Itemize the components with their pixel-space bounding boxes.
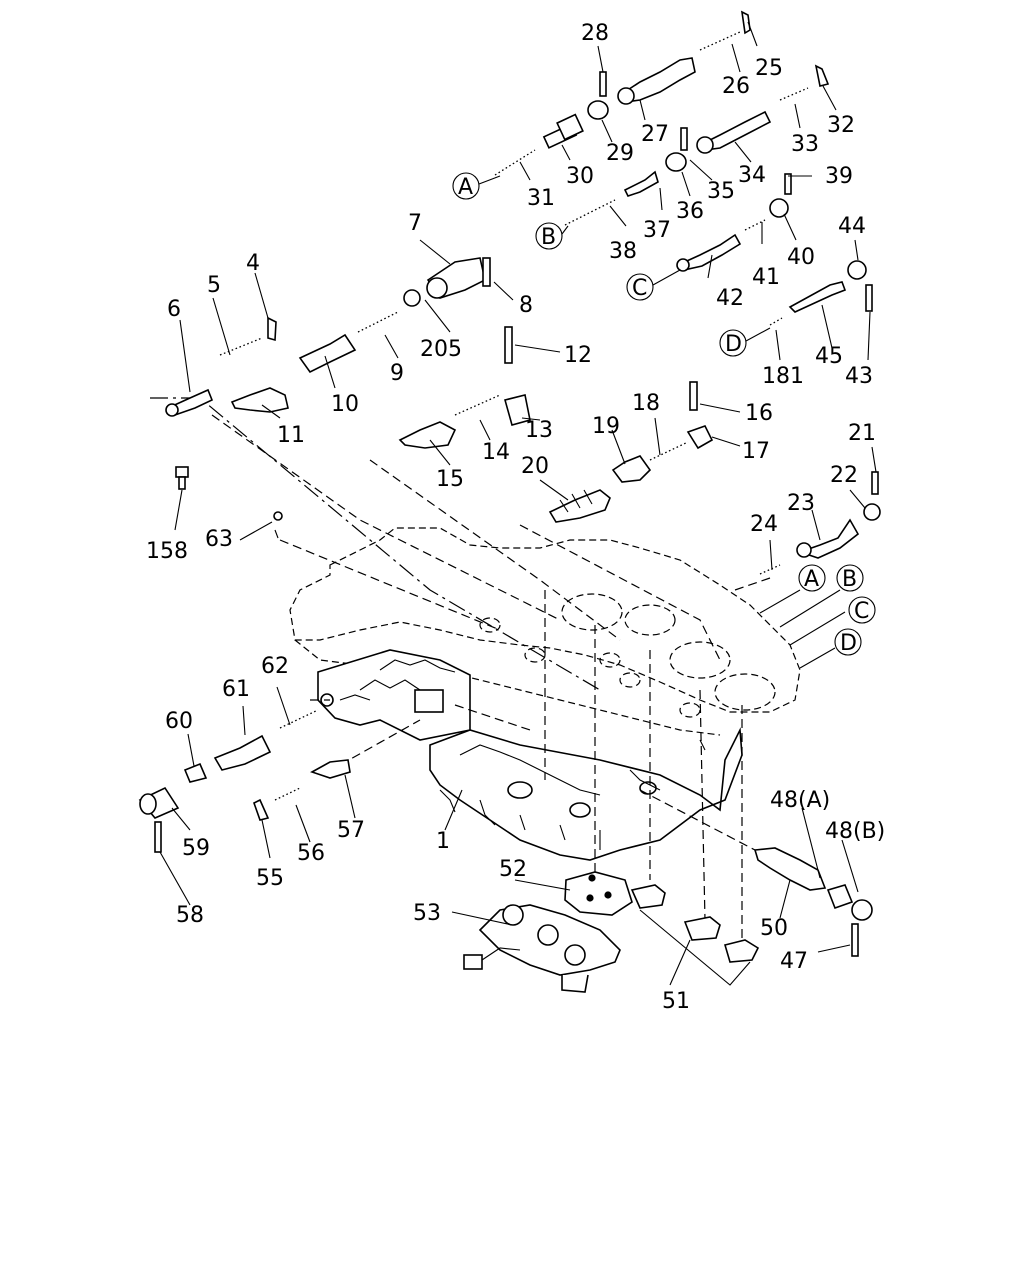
label-13: 13 — [525, 418, 553, 443]
label-35: 35 — [707, 179, 735, 204]
label-34: 34 — [738, 163, 766, 188]
lower-cover-parts — [564, 871, 760, 986]
label-39: 39 — [825, 164, 853, 189]
callout-b-right: B — [842, 567, 857, 592]
label-63: 63 — [205, 527, 233, 552]
right-valve-group — [759, 471, 881, 575]
upper-valve-body-outline — [289, 527, 801, 736]
label-27: 27 — [641, 122, 669, 147]
separator-plate — [317, 649, 471, 741]
label-33: 33 — [791, 132, 819, 157]
callout-letters: A B C D A B C D — [458, 175, 869, 656]
label-41: 41 — [752, 265, 780, 290]
label-4: 4 — [246, 251, 260, 276]
label-59: 59 — [182, 836, 210, 861]
label-56: 56 — [297, 841, 325, 866]
label-158: 158 — [146, 539, 188, 564]
label-205: 205 — [420, 337, 462, 362]
solenoid-assembly-53 — [463, 904, 621, 993]
label-30: 30 — [566, 164, 594, 189]
label-62: 62 — [261, 654, 289, 679]
label-43: 43 — [845, 364, 873, 389]
label-48a: 48(A) — [770, 788, 830, 813]
label-6: 6 — [167, 297, 181, 322]
label-1: 1 — [436, 829, 450, 854]
label-37: 37 — [643, 218, 671, 243]
label-19: 19 — [592, 414, 620, 439]
label-16: 16 — [745, 401, 773, 426]
label-38: 38 — [609, 239, 637, 264]
upper-valve-group-c — [676, 173, 873, 326]
label-5: 5 — [207, 273, 221, 298]
label-31: 31 — [527, 186, 555, 211]
callout-circles — [452, 172, 876, 656]
label-32: 32 — [827, 113, 855, 138]
label-181: 181 — [762, 364, 804, 389]
label-50: 50 — [760, 916, 788, 941]
label-42: 42 — [716, 286, 744, 311]
part-number-labels: 28 25 26 32 27 33 29 30 34 39 35 31 36 4… — [146, 21, 885, 1014]
label-24: 24 — [750, 512, 778, 537]
label-51: 51 — [662, 989, 690, 1014]
label-7: 7 — [408, 211, 422, 236]
label-47: 47 — [780, 949, 808, 974]
label-22: 22 — [830, 463, 858, 488]
label-48b: 48(B) — [825, 819, 885, 844]
label-8: 8 — [519, 293, 533, 318]
label-26: 26 — [722, 74, 750, 99]
label-36: 36 — [676, 199, 704, 224]
label-9: 9 — [390, 361, 404, 386]
upper-valve-group-b — [564, 64, 830, 226]
label-15: 15 — [436, 467, 464, 492]
callout-c-top: C — [632, 276, 647, 301]
label-45: 45 — [815, 344, 843, 369]
label-52: 52 — [499, 857, 527, 882]
label-20: 20 — [521, 454, 549, 479]
label-40: 40 — [787, 245, 815, 270]
label-21: 21 — [848, 421, 876, 446]
label-44: 44 — [838, 214, 866, 239]
label-18: 18 — [632, 391, 660, 416]
label-28: 28 — [581, 21, 609, 46]
label-12: 12 — [564, 343, 592, 368]
label-23: 23 — [787, 491, 815, 516]
label-10: 10 — [331, 392, 359, 417]
bolt-158 — [175, 466, 189, 490]
lower-right-group — [753, 847, 873, 957]
callout-d-top: D — [725, 332, 742, 357]
callout-d-right: D — [840, 631, 857, 656]
label-57: 57 — [337, 818, 365, 843]
upper-valve-group-a — [494, 10, 751, 176]
callout-b-top: B — [541, 225, 556, 250]
label-25: 25 — [755, 56, 783, 81]
label-55: 55 — [256, 866, 284, 891]
valve-body-main — [429, 727, 743, 861]
label-17: 17 — [742, 439, 770, 464]
callout-c-right: C — [854, 599, 869, 624]
label-61: 61 — [222, 677, 250, 702]
label-leaders — [159, 21, 877, 953]
label-29: 29 — [606, 141, 634, 166]
middle-valve-group — [398, 326, 714, 523]
label-53: 53 — [413, 901, 441, 926]
label-14: 14 — [482, 440, 510, 465]
label-60: 60 — [165, 709, 193, 734]
ball-63 — [273, 511, 283, 521]
lower-left-group — [138, 709, 351, 853]
callout-a-top: A — [458, 175, 473, 200]
assembly-lines — [150, 397, 846, 940]
left-valve-group — [165, 257, 491, 417]
label-11: 11 — [277, 423, 305, 448]
callout-a-right: A — [804, 567, 819, 592]
label-58: 58 — [176, 903, 204, 928]
